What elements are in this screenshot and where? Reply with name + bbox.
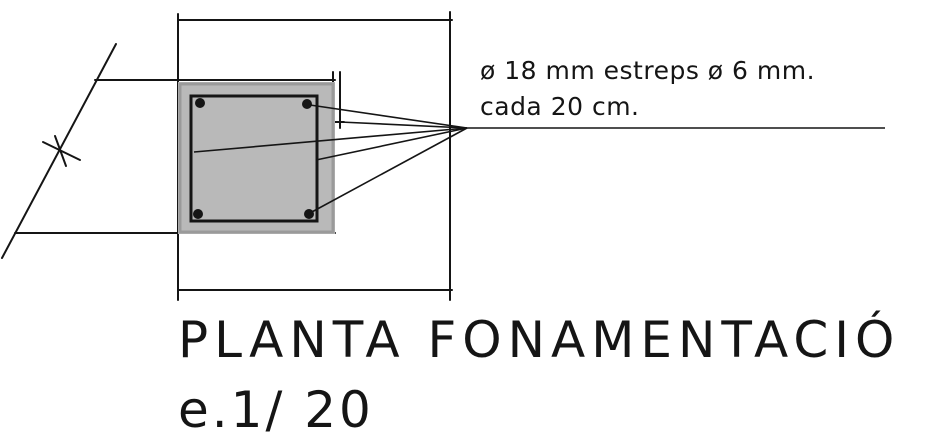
stirrup-spacing-note: cada 20 cm. bbox=[480, 92, 640, 121]
column-hatch-border bbox=[178, 82, 335, 234]
diagonal-dimension-line bbox=[1, 43, 117, 259]
drawing-title: PLANTA FONAMENTACIÓ bbox=[178, 311, 901, 369]
rebar-bottom-right bbox=[304, 209, 314, 219]
rebar-top-right bbox=[302, 99, 312, 109]
rebar-note: ø 18 mm estreps ø 6 mm. bbox=[480, 56, 816, 85]
rebar-top-left bbox=[195, 98, 205, 108]
leader-lines bbox=[193, 104, 885, 214]
drawing-scale: e.1/ 20 bbox=[178, 381, 374, 439]
rebar-bottom-left bbox=[193, 209, 203, 219]
stirrup bbox=[189, 94, 319, 223]
